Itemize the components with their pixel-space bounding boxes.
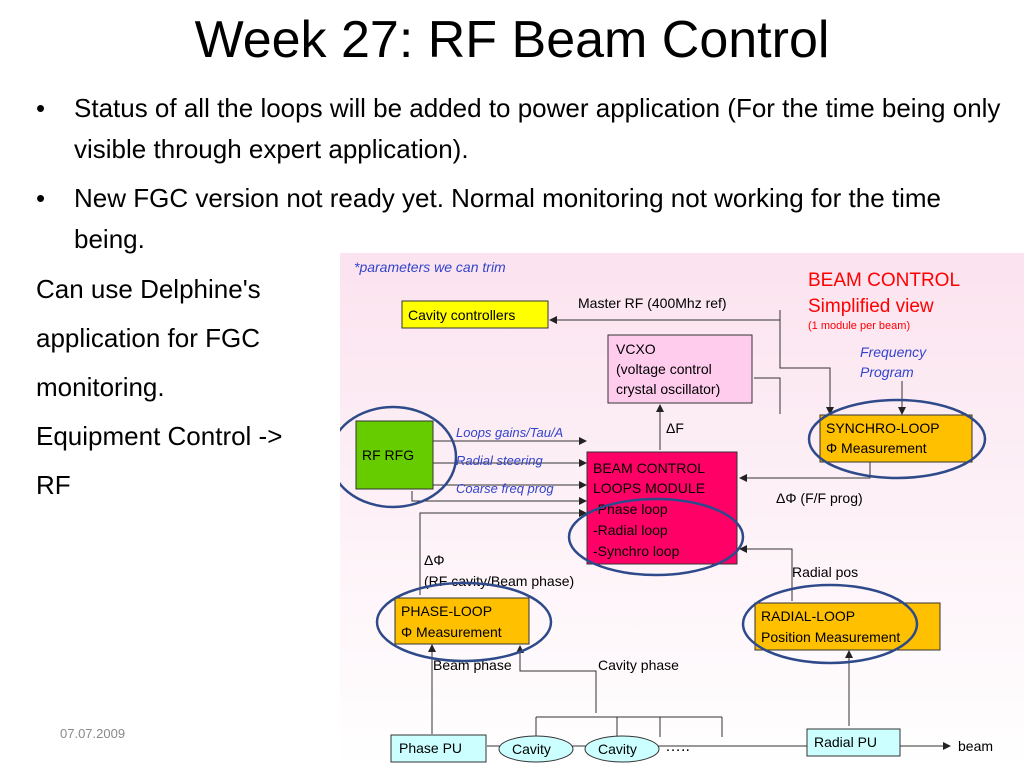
radial-loop-line2: Position Measurement (761, 629, 900, 645)
cavity-2-label: Cavity (598, 741, 637, 757)
highlight-ellipse-phase-loop (375, 581, 553, 663)
delta-phi-label: ΔΦ (424, 552, 445, 568)
paragraph-line: application for FGC (36, 323, 260, 353)
cavity-phase-label: Cavity phase (598, 657, 679, 673)
vcxo-box (607, 334, 753, 404)
radial-pu-box (806, 728, 901, 757)
paragraph-line: Equipment Control -> (36, 421, 283, 451)
header-title: BEAM CONTROL (808, 270, 960, 291)
slide-title: Week 27: RF Beam Control (194, 11, 830, 69)
cavity-2-ellipse (584, 735, 660, 763)
synchro-loop-box (819, 414, 973, 463)
bullet-symbol: • (36, 93, 46, 123)
synchro-loop-line2: Φ Measurement (826, 440, 927, 456)
radial-steering-label: Radial steering (456, 453, 543, 468)
frequency-program-line1: Frequency (860, 344, 927, 360)
bullet-symbol: • (36, 183, 46, 213)
radial-loop-box (754, 602, 941, 651)
paragraph-line: RF (36, 470, 71, 500)
paragraph-line: Can use Delphine's (36, 274, 261, 304)
bullet-list: • Status of all the loops will be added … (36, 88, 1011, 268)
radial-pu-label: Radial PU (814, 734, 877, 750)
bullet-text: New FGC version not ready yet. Normal mo… (74, 183, 942, 254)
delta-phi-ff-label: ΔΦ (F/F prog) (776, 490, 863, 506)
beam-label: beam (958, 738, 993, 754)
cavity-1-ellipse (498, 735, 574, 763)
phase-loop-line1: PHASE-LOOP (401, 603, 492, 619)
beam-control-diagram: *parameters we can trim BEAM CONTROL Sim… (340, 253, 1024, 768)
phase-pu-box (390, 734, 487, 763)
phase-pu-label: Phase PU (399, 740, 462, 756)
footer-date: 07.07.2009 (60, 726, 126, 741)
radial-loop-line1: RADIAL-LOOP (761, 608, 855, 624)
frequency-program-line2: Program (860, 364, 914, 380)
highlight-ellipses (340, 398, 987, 665)
coarse-freq-label: Coarse freq prog (456, 481, 554, 496)
cavity-1-label: Cavity (512, 741, 551, 757)
bullet-text: Status of all the loops will be added to… (74, 93, 1001, 164)
rf-rfg-box (355, 420, 434, 490)
vcxo-line3: crystal oscillator) (616, 381, 720, 397)
cavity-controllers-box (401, 300, 549, 329)
paragraph-line: monitoring. (36, 372, 165, 402)
radial-pos-label: Radial pos (792, 564, 858, 580)
vcxo-line1: VCXO (616, 341, 656, 357)
highlight-ellipse-synchro (807, 398, 987, 480)
highlight-ellipse-radial-loop (741, 583, 919, 665)
phase-loop-box (394, 597, 530, 645)
master-rf-label: Master RF (400Mhz ref) (578, 295, 727, 311)
params-note: *parameters we can trim (354, 259, 506, 275)
highlight-ellipse-rf-rfg (340, 405, 458, 509)
highlight-ellipse-loops (567, 497, 745, 577)
beam-control-module-line3: -Phase loop (593, 501, 668, 517)
delta-f-label: ΔF (666, 420, 684, 436)
bullet-item: • Status of all the loops will be added … (36, 88, 1011, 170)
beam-control-module-line4: -Radial loop (593, 522, 668, 538)
vcxo-line2: (voltage control (616, 361, 712, 377)
phase-loop-line2: Φ Measurement (401, 624, 502, 640)
bullet-item: • New FGC version not ready yet. Normal … (36, 178, 1011, 260)
header-subtitle: Simplified view (808, 296, 934, 317)
cavity-controllers-label: Cavity controllers (408, 307, 515, 323)
rf-cavity-beam-phase-label: (RF cavity/Beam phase) (424, 573, 574, 589)
loops-gains-label: Loops gains/Tau/A (456, 425, 563, 440)
rf-rfg-label: RF RFG (362, 447, 414, 463)
dots-label: ….. (665, 738, 690, 755)
synchro-loop-line1: SYNCHRO-LOOP (826, 420, 940, 436)
beam-control-module-line2: LOOPS MODULE (593, 480, 705, 496)
beam-control-module-line5: -Synchro loop (593, 543, 680, 559)
beam-control-module-line1: BEAM CONTROL (593, 460, 705, 476)
header-note: (1 module per beam) (808, 320, 910, 332)
